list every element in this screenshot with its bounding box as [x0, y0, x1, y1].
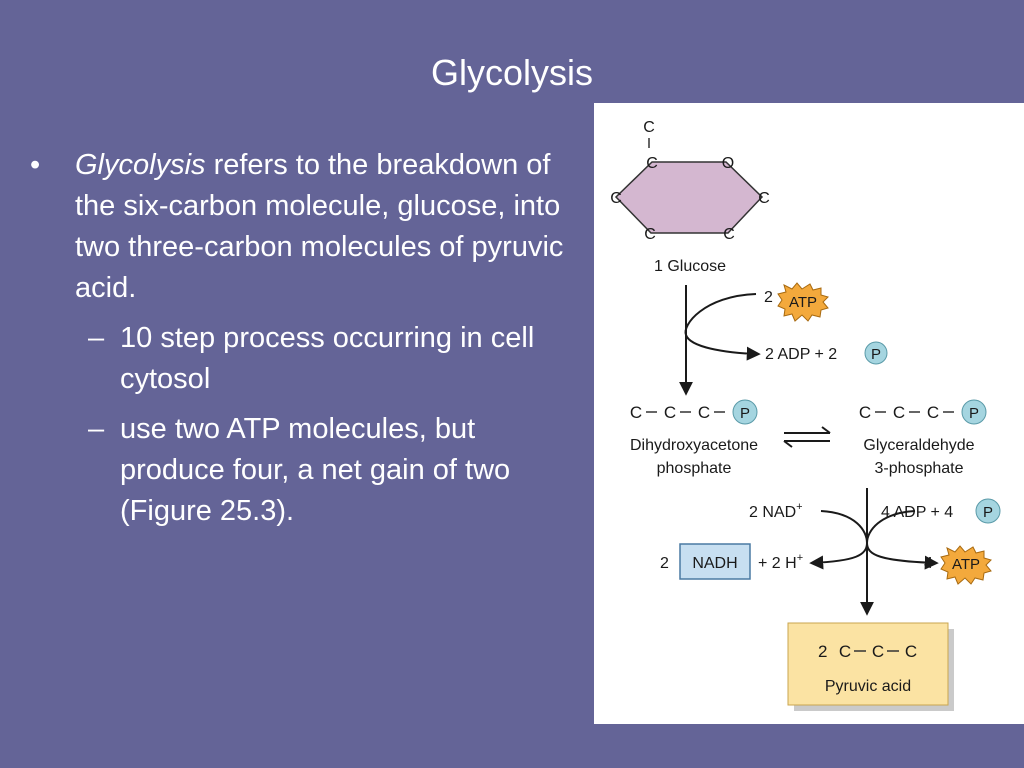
atp-label: ATP [789, 294, 817, 311]
svg-text:C: C [630, 403, 642, 422]
bullet-item: • Glycolysis refers to the breakdown of … [30, 145, 575, 309]
svg-text:P: P [969, 405, 979, 422]
glucose-ring: C C O C C C C 1 Glucose [610, 119, 770, 275]
nadh-box [679, 543, 751, 580]
svg-text:C: C [839, 642, 851, 661]
glycolysis-figure: C C O C C C C 1 Glucose 2 ATP 2 ADP + 2 … [594, 103, 1024, 724]
phosphate-icon [732, 399, 758, 425]
ring-carbon-top: C [643, 119, 655, 136]
ring-carbon: C [758, 190, 770, 207]
svg-text:P: P [983, 504, 993, 521]
ring-carbon: C [723, 226, 735, 243]
atp-icon: ATP [777, 282, 829, 322]
atp-production-arrow [865, 510, 939, 570]
dhap-name: phosphate [657, 460, 732, 477]
dhap-molecule: C C C P Dihydroxyacetone phosphate [630, 399, 758, 477]
bullet-marker: • [30, 149, 41, 181]
sub-bullet-text: 10 step process occurring in cell cytoso… [120, 322, 535, 395]
h-out-label: + 2 H+ [758, 552, 803, 572]
bullet-list: • Glycolysis refers to the breakdown of … [30, 145, 575, 532]
svg-text:P: P [871, 346, 881, 363]
phosphate-icon: P [975, 498, 1001, 524]
slide-title: Glycolysis [430, 52, 594, 93]
sub-bullet-text: use two ATP molecules, but produce four,… [120, 413, 511, 527]
dhap-name: Dihydroxyacetone [630, 437, 758, 454]
atp-out-count: 4 [924, 555, 933, 572]
adp-out-label: 2 ADP + 2 [765, 346, 837, 363]
dash-marker: – [88, 413, 105, 445]
nadh-count: 2 [660, 555, 669, 572]
atp-in-count: 2 [764, 289, 773, 306]
pyruvate-box [787, 622, 949, 706]
svg-text:C: C [905, 642, 917, 661]
bullet-text: refers to the breakdown of the six-carbo… [75, 149, 564, 304]
nad-in-label: 2 NAD+ [749, 501, 803, 521]
svg-text:C: C [859, 403, 871, 422]
g3p-molecule: C C C P Glyceraldehyde 3-phosphate [859, 399, 987, 477]
pyruvate-count: 2 [818, 642, 827, 661]
pyruvate-name: Pyruvic acid [825, 678, 911, 695]
adp-in-label: 4 ADP + 4 [881, 504, 953, 521]
ring-carbon: C [610, 190, 622, 207]
equilibrium-arrows [783, 426, 831, 448]
svg-text:C: C [893, 403, 905, 422]
svg-text:C: C [698, 403, 710, 422]
dash-marker: – [88, 322, 105, 354]
g3p-name: Glyceraldehyde [863, 437, 974, 454]
atp-icon: ATP [940, 545, 992, 585]
nadh-label: NADH [692, 555, 737, 572]
svg-text:ATP: ATP [952, 556, 980, 573]
svg-text:C: C [664, 403, 676, 422]
atp-consumption-arrow [684, 293, 761, 361]
sub-bullet-item: – 10 step process occurring in cell cyto… [30, 318, 575, 400]
nad-reduction-arrow [809, 510, 869, 570]
ring-carbon: C [644, 226, 656, 243]
ring-oxygen: O [722, 155, 734, 172]
phosphate-icon [961, 399, 987, 425]
svg-text:C: C [927, 403, 939, 422]
ring-carbon: C [646, 155, 658, 172]
bullet-term: Glycolysis [75, 149, 206, 181]
svg-text:P: P [740, 405, 750, 422]
glycolysis-diagram: C C O C C C C 1 Glucose 2 ATP 2 ADP + 2 … [610, 119, 1001, 711]
g3p-name: 3-phosphate [875, 460, 964, 477]
sub-bullet-item: – use two ATP molecules, but produce fou… [30, 409, 575, 532]
glucose-label: 1 Glucose [654, 258, 726, 275]
glucose-hexagon [614, 161, 764, 234]
phosphate-icon: P [864, 341, 888, 365]
svg-text:C: C [872, 642, 884, 661]
